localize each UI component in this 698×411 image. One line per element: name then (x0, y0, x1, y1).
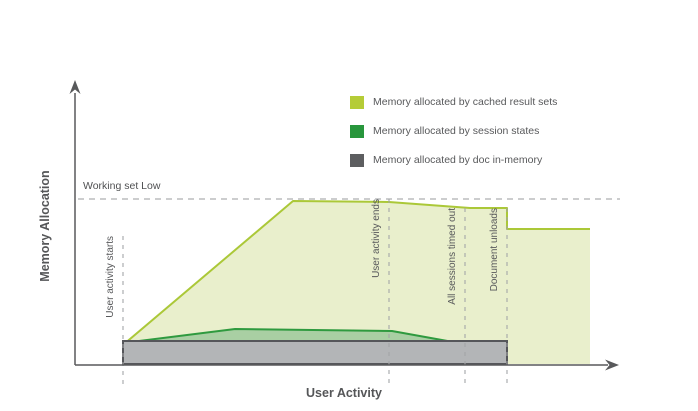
x-axis-title: User Activity (306, 386, 382, 400)
event-label-0: User activity starts (105, 236, 116, 318)
legend-label: Memory allocated by session states (373, 125, 540, 137)
y-axis-arrowhead-icon (69, 80, 81, 94)
event-label-3: Document unloads (489, 208, 500, 292)
legend: Memory allocated by cached result sets M… (350, 95, 557, 182)
legend-item-session-states: Memory allocated by session states (350, 124, 557, 138)
legend-label: Memory allocated by cached result sets (373, 96, 558, 108)
legend-item-cached-result-sets: Memory allocated by cached result sets (350, 95, 557, 109)
legend-item-doc-in-memory: Memory allocated by doc in-memory (350, 153, 557, 167)
x-axis-arrowhead-icon (605, 359, 619, 371)
y-axis-title: Memory Allocation (38, 170, 52, 282)
cached-result-sets-swatch (350, 95, 364, 109)
series-doc-in-memory (122, 340, 508, 365)
legend-label: Memory allocated by doc in-memory (373, 154, 543, 166)
series-cached-result-sets-area (123, 201, 590, 364)
session-states-swatch (350, 124, 364, 138)
event-label-1: User activity ends (371, 199, 382, 278)
series-session-states-line (122, 328, 454, 344)
event-label-2: All sessions timed out (447, 208, 458, 305)
doc-in-memory-swatch (350, 153, 364, 167)
series-session-states-area (123, 329, 453, 343)
working-set-low-label: Working set Low (83, 180, 161, 192)
